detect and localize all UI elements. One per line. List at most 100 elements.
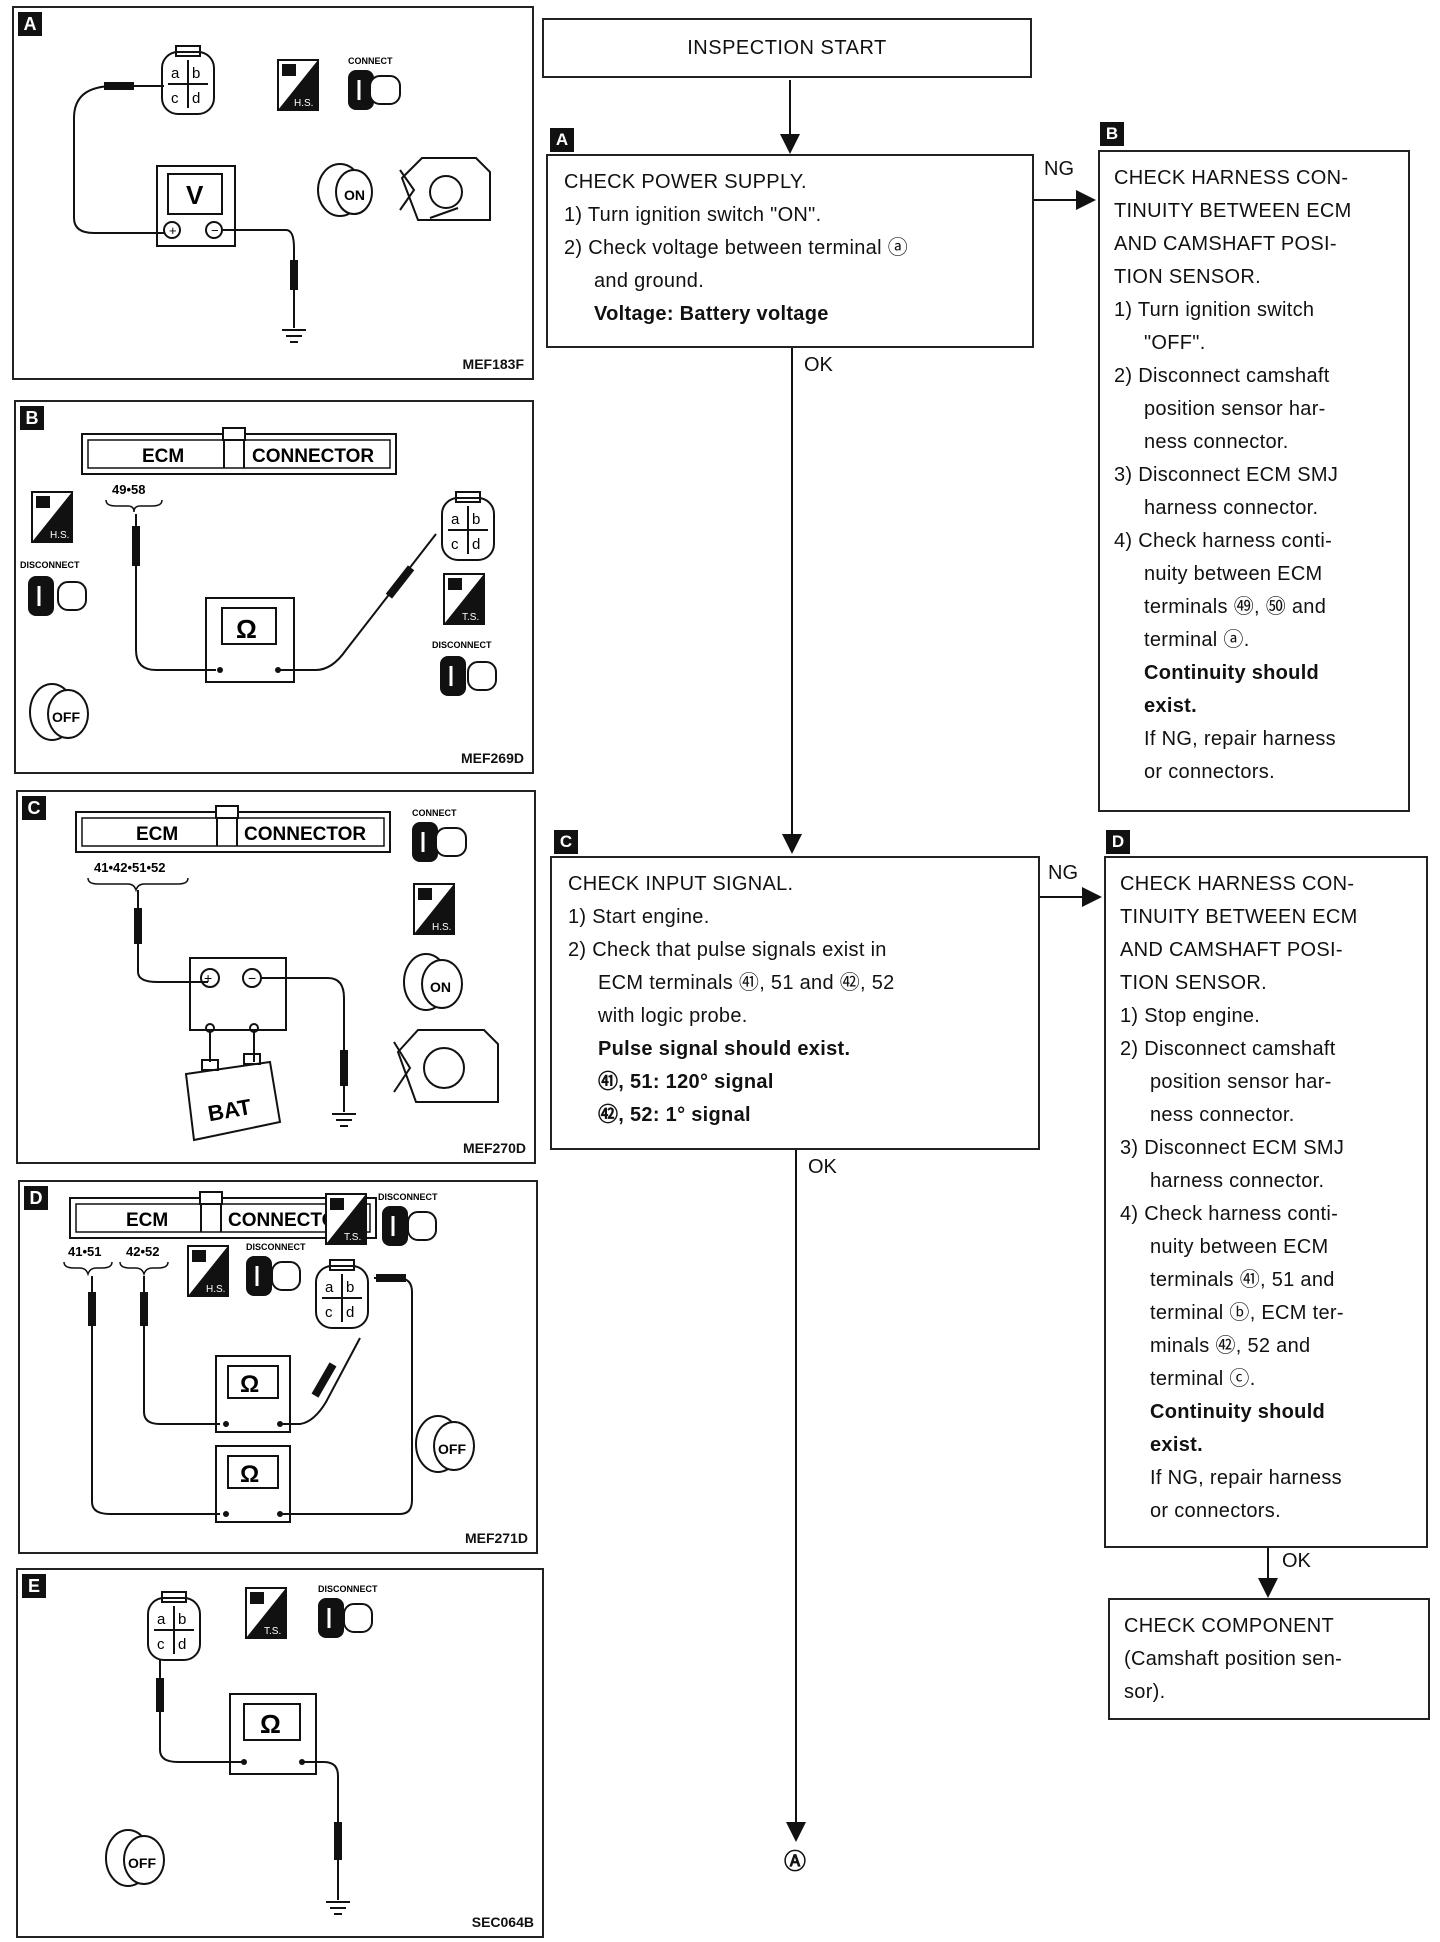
continuation-symbol: Ⓐ <box>784 1849 807 1874</box>
continuity-check-diagram: ECM CONNECTOR 49•58 Ω a b c d H.S. <box>20 427 497 741</box>
step-a-letter: A <box>550 128 574 152</box>
sensor-connector-icon <box>441 491 495 561</box>
ignition-off-icon <box>105 1829 165 1887</box>
ok-label: OK <box>808 1156 837 1178</box>
svg-text:+: + <box>169 223 177 238</box>
svg-text:T.S.: T.S. <box>264 1626 281 1637</box>
ok-label: OK <box>1282 1550 1311 1572</box>
svg-text:−: − <box>248 970 256 986</box>
ignition-on-icon <box>317 163 373 217</box>
panel-letter: A <box>18 12 42 36</box>
component-check-diagram: a b c d Ω T.S. DISCONNECT <box>105 1584 378 1915</box>
svg-text:a: a <box>157 1611 166 1628</box>
svg-text:b: b <box>178 1611 186 1628</box>
panel-e-diagram: E a b c d Ω T.S. DISCONNECT <box>16 1568 544 1938</box>
figure-code: MEF183F <box>462 356 524 372</box>
svg-text:DISCONNECT: DISCONNECT <box>318 1584 378 1594</box>
svg-text:c: c <box>451 536 459 553</box>
step-c-letter: C <box>554 830 578 854</box>
svg-text:T.S.: T.S. <box>462 612 479 623</box>
battery-icon <box>184 1053 282 1142</box>
ecm-connector-icon <box>75 805 391 853</box>
sensor-connector-icon <box>161 45 215 115</box>
hs-icon <box>413 883 455 935</box>
harness-continuity-diagram: ECM CONNECTOR 41•51 42•52 Ω Ω <box>63 1191 475 1523</box>
voltmeter-icon: + − <box>156 165 236 247</box>
svg-text:Ω: Ω <box>240 1461 259 1488</box>
svg-text:b: b <box>472 511 480 528</box>
connect-icon <box>412 822 467 862</box>
ohmmeter-icon <box>215 1445 291 1523</box>
hs-label: H.S. <box>294 98 313 109</box>
step-d-box: CHECK HARNESS CON- TINUITY BETWEEN ECM A… <box>1104 856 1428 1548</box>
svg-text:CONNECTOR: CONNECTOR <box>228 1210 350 1231</box>
figure-code: MEF269D <box>460 750 524 766</box>
ohmmeter-icon <box>229 1693 317 1775</box>
engine-icon <box>393 1029 499 1103</box>
check-component-box: CHECK COMPONENT (Camshaft position sen- … <box>1108 1598 1430 1720</box>
disconnect-icon <box>28 576 87 616</box>
svg-text:Ω: Ω <box>240 1371 259 1398</box>
svg-text:ECM: ECM <box>136 824 178 845</box>
disconnect-icon <box>382 1206 437 1246</box>
panel-letter: B <box>20 406 44 430</box>
panel-d-diagram: D ECM CONNECTOR 41•51 42•52 Ω <box>18 1180 538 1554</box>
panel-a-diagram: A a b c d + − V <box>12 6 534 380</box>
step-line: 1) Turn ignition switch "ON". <box>564 204 822 226</box>
svg-text:d: d <box>472 536 480 553</box>
svg-text:a: a <box>325 1279 334 1296</box>
ok-label: OK <box>804 354 833 376</box>
meter-label: V <box>186 180 204 210</box>
input-signal-diagram: ECM CONNECTOR 41•42•51•52 + − BAT CONNEC… <box>75 805 499 1142</box>
ts-icon <box>443 573 485 625</box>
svg-text:CONNECT: CONNECT <box>412 808 457 818</box>
ground-wire <box>222 229 295 328</box>
disconnect-label: DISCONNECT <box>20 560 80 570</box>
disconnect-icon <box>318 1598 373 1638</box>
svg-text:d: d <box>346 1304 354 1321</box>
engine-icon <box>399 157 491 221</box>
svg-text:c: c <box>157 1636 165 1653</box>
meter-label: Ω <box>236 614 257 644</box>
inspection-start-box: INSPECTION START <box>542 18 1032 78</box>
terminal-c-label: c <box>171 90 179 107</box>
panel-letter: E <box>22 1574 46 1598</box>
disconnect-icon <box>440 656 497 696</box>
step-title: CHECK POWER SUPPLY. <box>564 171 807 193</box>
svg-text:Ω: Ω <box>260 1709 281 1739</box>
panel-letter: D <box>24 1186 48 1210</box>
ecm-connector-icon <box>69 1191 377 1239</box>
svg-text:ECM: ECM <box>126 1210 168 1231</box>
terminal-d-label: d <box>192 90 200 107</box>
step-a-box: CHECK POWER SUPPLY. 1) Turn ignition swi… <box>546 154 1034 348</box>
svg-text:−: − <box>211 223 219 238</box>
step-b-box: CHECK HARNESS CON- TINUITY BETWEEN ECM A… <box>1098 150 1410 812</box>
svg-text:b: b <box>346 1279 354 1296</box>
ng-label: NG <box>1044 158 1074 180</box>
svg-text:DISCONNECT: DISCONNECT <box>246 1242 306 1252</box>
terminal-numbers: 49•58 <box>112 482 145 497</box>
voltage-check-diagram: a b c d + − V H.S. <box>73 45 491 343</box>
svg-text:d: d <box>178 1636 186 1653</box>
svg-text:OFF: OFF <box>128 1855 156 1871</box>
svg-text:H.S.: H.S. <box>50 530 69 541</box>
connect-label: CONNECT <box>348 56 393 66</box>
sensor-connector-icon <box>315 1259 369 1329</box>
figure-code: SEC064B <box>471 1914 534 1930</box>
ignition-off-icon <box>29 683 89 741</box>
svg-text:a: a <box>451 511 460 528</box>
panel-c-diagram: C ECM CONNECTOR 41•42•51•52 + − <box>16 790 536 1164</box>
svg-text:OFF: OFF <box>52 709 80 725</box>
connector-label: CONNECTOR <box>252 446 374 467</box>
probe-tip <box>104 82 134 90</box>
figure-code: MEF271D <box>464 1530 528 1546</box>
hs-icon <box>187 1245 229 1297</box>
terminal-a-label: a <box>171 65 180 82</box>
ecm-label: ECM <box>142 446 184 467</box>
panel-b-diagram: B ECM CONNECTOR 49•58 Ω a b <box>14 400 534 774</box>
step-line: 2) Check voltage between terminal ⓐ <box>564 237 908 259</box>
svg-text:H.S.: H.S. <box>432 922 451 933</box>
ohmmeter-icon <box>205 597 295 683</box>
terminal-numbers: 42•52 <box>126 1244 159 1259</box>
